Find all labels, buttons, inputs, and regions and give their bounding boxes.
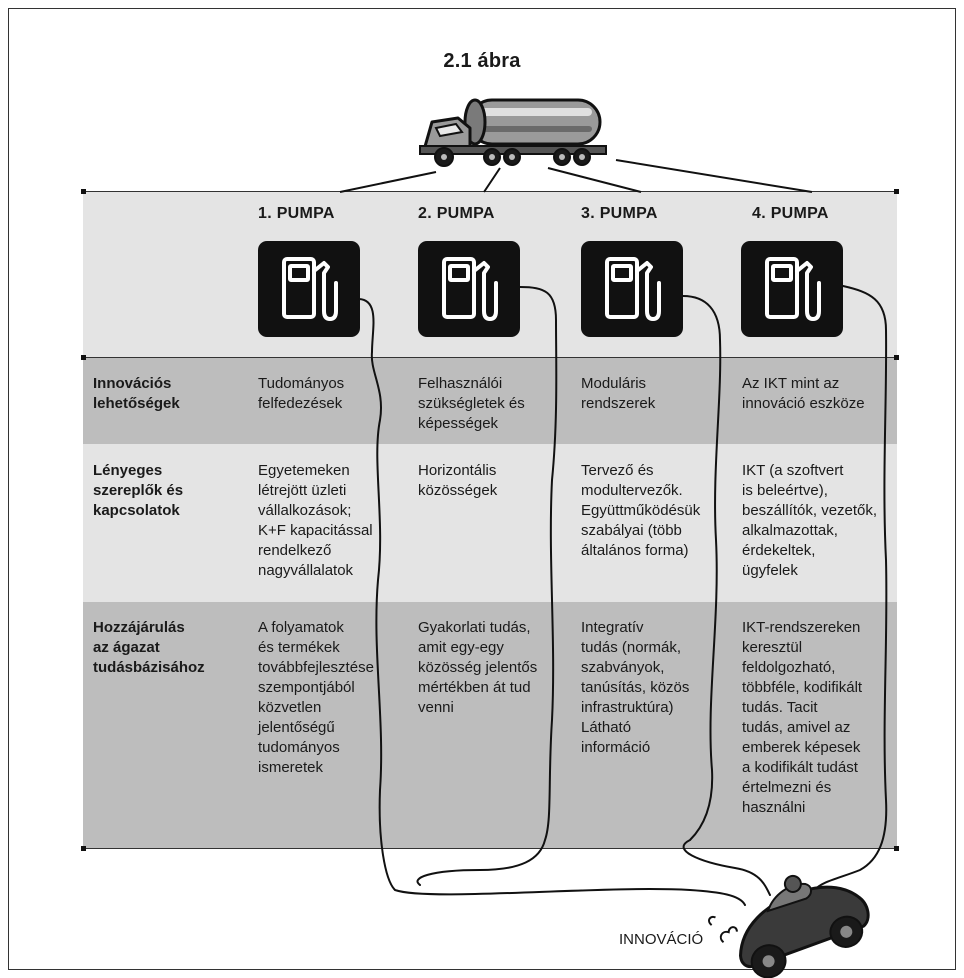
figure-frame [8,8,956,970]
table-cell: Tervező és modultervezők. Együttműködésü… [581,462,701,559]
corner-marker [81,355,86,360]
bottom-rule [83,848,897,849]
top-rule [83,191,897,192]
middle-rule [83,357,897,358]
fuel-pump-icon [258,241,360,337]
row-label-actors: Lényeges szereplők és kapcsolatok [93,462,184,519]
table-cell: Az IKT mint az innováció eszköze [742,375,865,412]
row-label-innovation: Innovációs lehetőségek [93,375,180,412]
corner-marker [894,846,899,851]
pump-header-4: 4. PUMPA [752,205,829,222]
table-cell: Gyakorlati tudás, amit egy-egy közösség … [418,619,538,716]
table-cell: Egyetemeken létrejött üzleti vállalkozás… [258,462,373,579]
figure-title: 2.1 ábra [443,50,521,72]
corner-marker [894,189,899,194]
table-cell: Integratív tudás (normák, szabványok, ta… [581,619,690,756]
fuel-pump-icon [418,241,520,337]
row-label-knowledge: Hozzájárulás az ágazat tudásbázisához [93,619,205,676]
pump-header-1: 1. PUMPA [258,205,335,222]
table-cell: Felhasználói szükségletek és képességek [418,375,525,432]
fuel-pump-icon [741,241,843,337]
innovation-label: INNOVÁCIÓ [619,931,704,948]
pump-header-2: 2. PUMPA [418,205,495,222]
corner-marker [81,846,86,851]
table-cell: Moduláris rendszerek [581,375,656,412]
pump-header-3: 3. PUMPA [581,205,658,222]
corner-marker [81,189,86,194]
table-cell: IKT-rendszereken keresztül feldolgozható… [742,619,863,816]
corner-marker [894,355,899,360]
table-cell: Tudományos felfedezések [258,375,345,412]
table-cell: IKT (a szoftvert is beleértve), beszállí… [742,462,878,579]
table-cell: A folyamatok és termékek továbbfejleszté… [258,619,374,776]
table-cell: Horizontális közösségek [418,462,498,499]
fuel-pump-icon [581,241,683,337]
